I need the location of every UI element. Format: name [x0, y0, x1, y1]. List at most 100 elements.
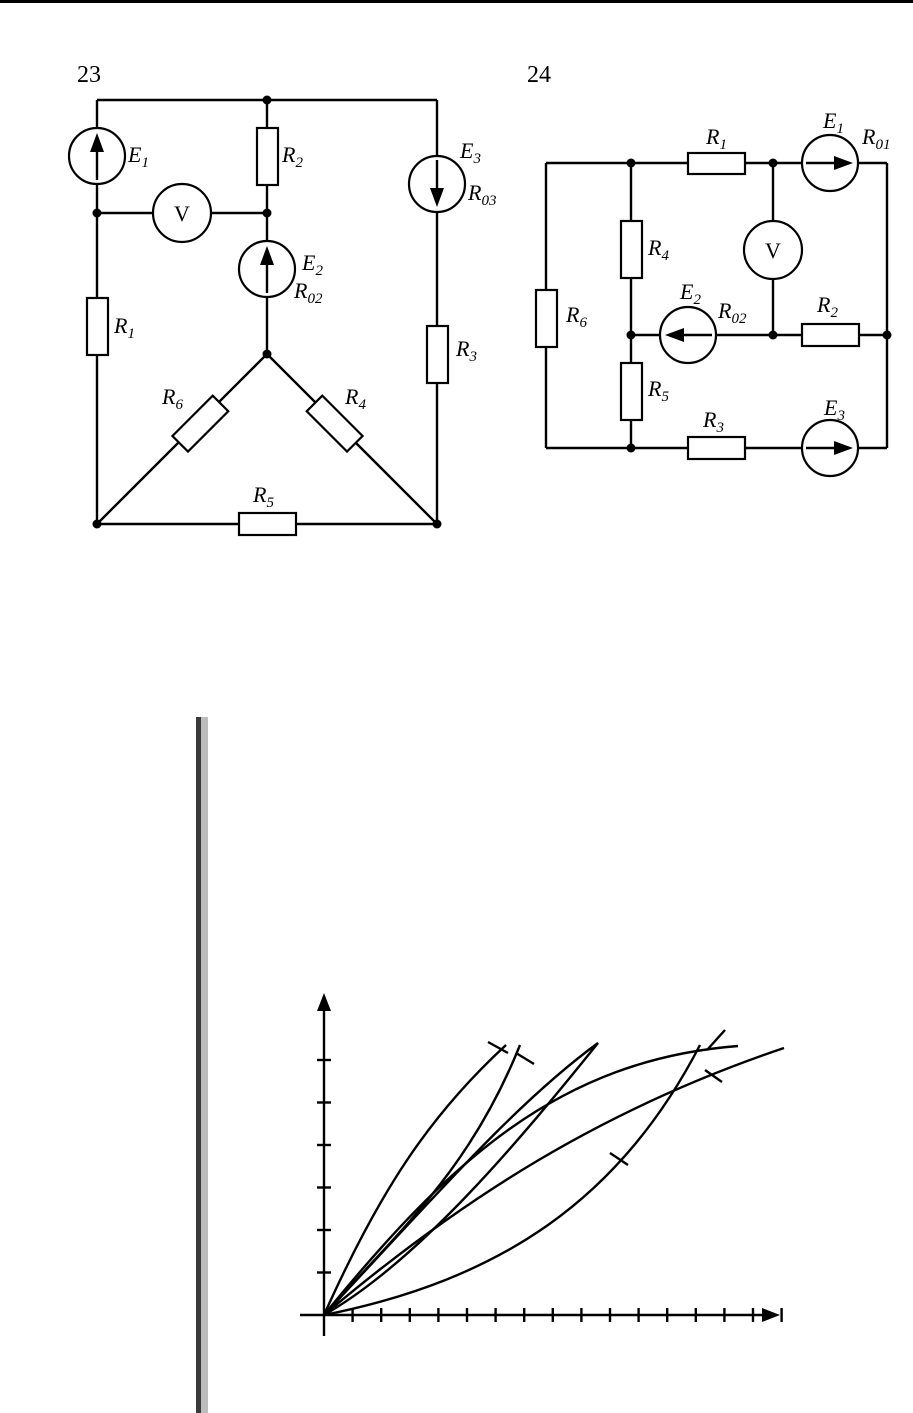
label-r1-main: R [113, 313, 128, 338]
margin-bar-light [201, 717, 208, 1413]
label-r2: R2 [816, 292, 838, 321]
page-margin-bar [196, 717, 208, 1413]
node [93, 209, 102, 218]
resistor-r1 [87, 298, 108, 355]
resistor-r3 [688, 437, 745, 459]
label-r03-sub: 03 [481, 193, 496, 209]
label-r3: R3 [702, 407, 724, 436]
label-r03-main: R [467, 180, 482, 205]
circuit-24: 24 [527, 62, 892, 476]
label-r3-main: R [455, 336, 470, 361]
label-r5: R5 [252, 482, 274, 511]
label-r5-main: R [252, 482, 267, 507]
label-e2-main: E [679, 279, 694, 304]
label-r3-sub: 3 [715, 420, 724, 436]
label-e3: E3 [459, 138, 481, 167]
voltmeter-24-label: V [765, 238, 781, 263]
label-r2-main: R [816, 292, 831, 317]
label-r5-sub: 5 [266, 495, 274, 511]
figure-number-24: 24 [527, 62, 551, 88]
label-r2-main: R [281, 142, 296, 167]
characteristic-graph [300, 993, 784, 1336]
node [627, 444, 636, 453]
label-r4: R4 [344, 384, 366, 413]
node [93, 520, 102, 529]
label-r3-sub: 3 [468, 349, 477, 365]
label-r3: R3 [455, 336, 477, 365]
top-rule [0, 0, 913, 3]
label-r2-sub: 2 [295, 155, 303, 171]
label-r3-main: R [702, 407, 717, 432]
label-r4-sub: 4 [661, 248, 669, 264]
label-r6-main: R [161, 384, 176, 409]
label-r03: R03 [467, 180, 496, 209]
label-r4: R4 [647, 235, 669, 264]
node [627, 159, 636, 168]
margin-bar-dark [196, 717, 201, 1413]
label-e2: E2 [301, 250, 323, 279]
label-e1-main: E [127, 142, 142, 167]
label-r02-main: R [293, 278, 308, 303]
resistor-r3 [427, 326, 448, 383]
label-r5-main: R [647, 376, 662, 401]
label-r2: R2 [281, 142, 303, 171]
label-r01-main: R [861, 124, 876, 149]
resistor-r6 [536, 290, 557, 347]
node [263, 209, 272, 218]
x-axis-arrow-icon [762, 1308, 780, 1322]
label-e2-main: E [301, 250, 316, 275]
label-r01-sub: 01 [875, 137, 890, 153]
label-r4-main: R [647, 235, 662, 260]
label-r6-sub: 6 [579, 315, 587, 331]
label-e2-sub: 2 [315, 263, 323, 279]
label-e1-main: E [822, 108, 837, 133]
label-r1-sub: 1 [719, 137, 727, 153]
label-r4-sub: 4 [358, 397, 366, 413]
node [627, 331, 636, 340]
resistor-r2 [802, 324, 859, 346]
node [433, 520, 442, 529]
curve-marker [516, 1053, 534, 1064]
label-e1: E1 [822, 108, 844, 137]
curve-2 [324, 1045, 520, 1315]
label-e1-sub: 1 [141, 155, 149, 171]
label-r2-sub: 2 [830, 305, 838, 321]
label-e1-sub: 1 [836, 121, 844, 137]
label-r01: R01 [861, 124, 890, 153]
node [263, 350, 272, 359]
circuit-23: 23 V [69, 62, 496, 535]
label-r1: R1 [113, 313, 135, 342]
label-r02-sub: 02 [307, 291, 323, 307]
node [769, 159, 778, 168]
voltmeter-23-label: V [174, 201, 190, 226]
label-e3-main: E [823, 395, 838, 420]
label-r6-sub: 6 [175, 397, 183, 413]
label-r4-main: R [344, 384, 359, 409]
label-e2: E2 [679, 279, 701, 308]
label-r6: R6 [565, 302, 587, 331]
label-e3: E3 [823, 395, 845, 424]
resistor-r1 [688, 153, 745, 174]
label-e1: E1 [127, 142, 149, 171]
label-e3-main: E [459, 138, 474, 163]
label-e2-sub: 2 [693, 292, 701, 308]
figure-number-23: 23 [77, 62, 101, 88]
label-r02-main: R [717, 298, 732, 323]
curve-1 [324, 1045, 506, 1315]
label-r02-sub: 02 [731, 311, 747, 327]
resistor-r5 [621, 363, 642, 420]
label-r1-sub: 1 [127, 326, 135, 342]
node [769, 331, 778, 340]
label-r6-main: R [565, 302, 580, 327]
label-r02: R02 [717, 298, 747, 327]
label-e3-sub: 3 [836, 408, 845, 424]
node [883, 331, 892, 340]
label-r5-sub: 5 [661, 389, 669, 405]
resistor-r5 [239, 513, 296, 535]
label-r1-main: R [705, 124, 720, 149]
label-r6: R6 [161, 384, 183, 413]
label-r1: R1 [705, 124, 727, 153]
resistor-r4 [621, 221, 642, 278]
label-r5: R5 [647, 376, 669, 405]
